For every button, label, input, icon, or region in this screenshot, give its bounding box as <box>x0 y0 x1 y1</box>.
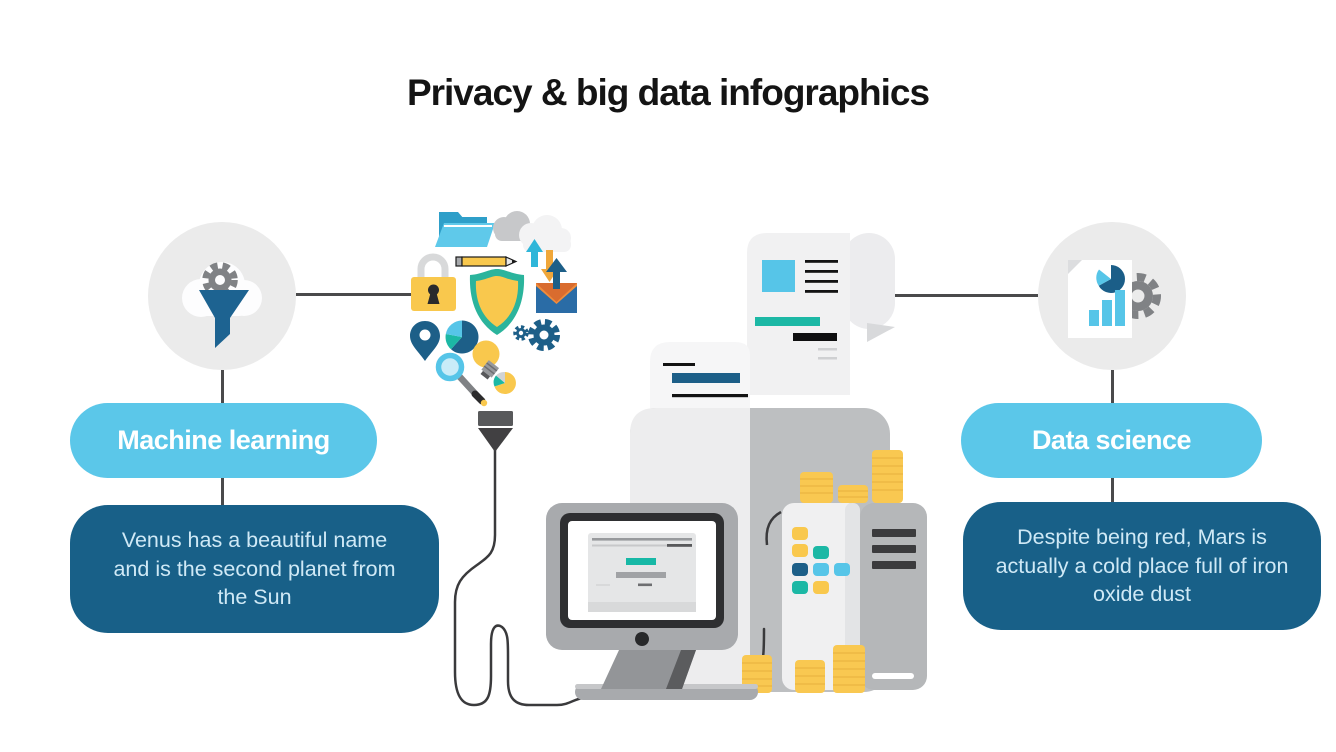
connector-line <box>221 477 224 505</box>
padlock-icon <box>411 253 456 311</box>
connector-line <box>221 370 224 403</box>
receipt-paper-icon <box>650 233 895 410</box>
data-science-label: Data science <box>961 403 1262 478</box>
pencil-icon <box>455 256 518 267</box>
funnel-icon <box>478 411 513 452</box>
machine-learning-label-text: Machine learning <box>117 425 330 455</box>
big-data-illustration <box>410 211 927 707</box>
report-document-icon <box>1068 260 1132 338</box>
machine-learning-description-text: Venus has a beautiful name and is the se… <box>113 527 396 610</box>
machine-learning-description: Venus has a beautiful name and is the se… <box>70 505 439 633</box>
data-science-node <box>1038 222 1186 370</box>
machine-learning-label: Machine learning <box>70 403 377 478</box>
machine-learning-node <box>148 222 296 370</box>
connector-line <box>296 293 415 296</box>
mail-upload-icon <box>536 258 577 313</box>
connector-line <box>1111 370 1114 403</box>
data-science-label-text: Data science <box>1031 425 1192 455</box>
connector-line <box>1111 478 1114 504</box>
data-science-description: Despite being red, Mars is actually a co… <box>963 502 1321 630</box>
screen-window <box>588 533 696 612</box>
server-lights <box>792 527 850 594</box>
lightbulb-icon <box>472 340 500 380</box>
upload-arrow-icon <box>526 239 543 267</box>
data-science-description-text: Despite being red, Mars is actually a co… <box>995 524 1289 607</box>
computer-monitor-icon <box>546 503 758 700</box>
folder-icon <box>435 212 495 247</box>
small-pie-chart-icon <box>493 371 516 394</box>
gear-icon <box>202 262 238 298</box>
pie-chart-icon <box>1098 265 1125 293</box>
bar-chart-icon <box>1089 290 1125 326</box>
coin-stacks-icon <box>742 645 865 693</box>
location-pin-icon <box>410 321 440 361</box>
cloud-sync-icon <box>493 211 571 282</box>
document-chart-gear-icon <box>1068 260 1161 338</box>
connector-line <box>893 294 1038 297</box>
magnifier-icon <box>435 352 488 407</box>
data-icons-cluster <box>410 211 577 407</box>
shield-icon <box>469 269 525 335</box>
funnel-filter-icon <box>199 290 249 348</box>
cloud-funnel-gear-icon <box>182 262 262 348</box>
coin-stacks-icon <box>800 450 903 503</box>
pie-chart-icon <box>445 320 479 354</box>
monitor-power-button <box>635 632 649 646</box>
gears-icon <box>513 319 560 351</box>
page-title: Privacy & big data infographics <box>406 72 930 113</box>
